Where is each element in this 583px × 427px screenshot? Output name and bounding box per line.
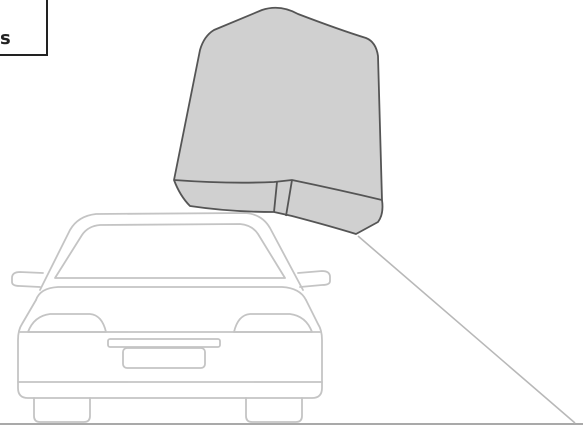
object-main-body — [174, 8, 383, 234]
trim-bar — [108, 339, 220, 347]
right-wheel — [246, 398, 302, 422]
right-tail-light — [234, 314, 312, 332]
left-wheel — [34, 398, 90, 422]
car-rear-window — [55, 224, 285, 278]
car-rear-view — [12, 213, 330, 422]
floating-object — [174, 8, 383, 234]
beam-line — [358, 236, 575, 423]
license-plate — [123, 348, 205, 368]
car-trunk-line — [36, 287, 306, 300]
left-mirror — [12, 272, 43, 287]
right-mirror — [298, 271, 330, 287]
left-tail-light — [28, 314, 106, 332]
